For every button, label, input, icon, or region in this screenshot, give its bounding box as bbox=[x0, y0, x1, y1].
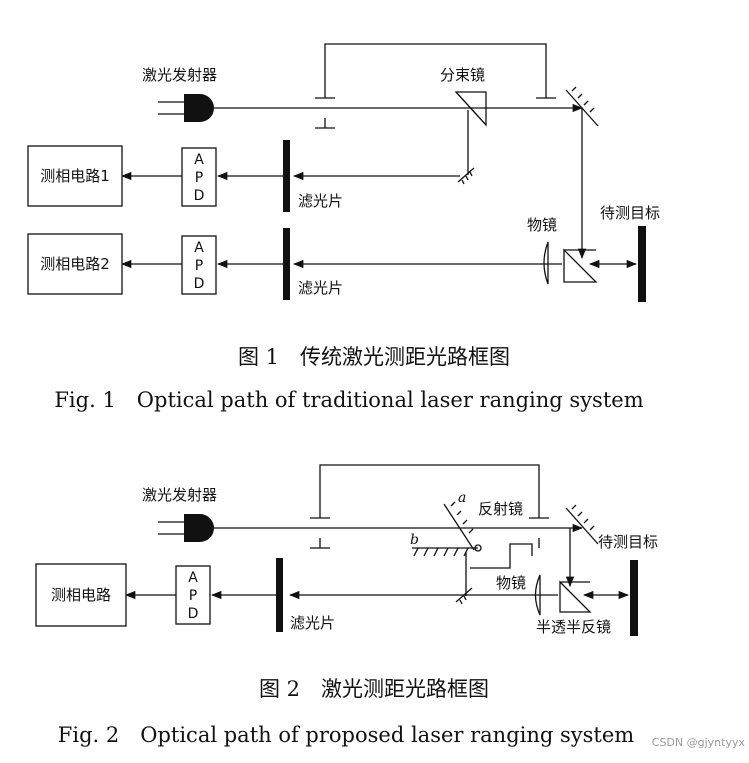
small-mirror-icon bbox=[457, 167, 475, 185]
filter-1 bbox=[283, 140, 290, 212]
objective-lens-2 bbox=[534, 574, 541, 616]
filter-3-label: 滤光片 bbox=[290, 614, 335, 632]
apd-3 bbox=[175, 565, 211, 625]
half-mirror-prism bbox=[559, 580, 592, 613]
figure-2: 激光发射器 a b 反射镜 bbox=[35, 464, 658, 747]
switch-mirror-a-icon bbox=[443, 501, 475, 551]
filter-2 bbox=[283, 228, 290, 300]
mirror-b-label: b bbox=[410, 532, 419, 548]
apd-3-a: A bbox=[188, 570, 198, 586]
figure-1-caption-en: Fig. 1 Optical path of traditional laser… bbox=[54, 388, 643, 412]
loop-wire bbox=[324, 43, 547, 98]
small-mirror-2-icon bbox=[455, 587, 473, 605]
apd-2-a: A bbox=[194, 240, 204, 256]
apd-1-a: A bbox=[194, 152, 204, 168]
phase-circuit-1 bbox=[27, 145, 123, 207]
switch-mirror-b-icon bbox=[412, 544, 482, 557]
target-1-label: 待测目标 bbox=[600, 204, 660, 222]
target-1 bbox=[638, 226, 646, 302]
figure-1-caption-zh: 图 1 传统激光测距光路框图 bbox=[238, 345, 510, 369]
phase-circuit-3-label: 测相电路 bbox=[51, 586, 111, 604]
figure-2-caption-zh: 图 2 激光测距光路框图 bbox=[259, 677, 489, 701]
beam-splitter-label: 分束镜 bbox=[440, 66, 485, 84]
apd-3-p: P bbox=[189, 588, 197, 604]
apd-2-d: D bbox=[194, 276, 205, 292]
figure-2-caption-en: Fig. 2 Optical path of proposed laser ra… bbox=[58, 723, 634, 747]
mirror-label: 反射镜 bbox=[478, 500, 523, 518]
phase-circuit-3 bbox=[35, 563, 127, 627]
apd-3-d: D bbox=[188, 606, 199, 622]
phase-circuit-2-label: 测相电路2 bbox=[40, 255, 110, 273]
filter-3 bbox=[276, 558, 283, 632]
laser-emitter-icon bbox=[158, 94, 214, 122]
apd-1 bbox=[181, 147, 217, 207]
objective-lens-1 bbox=[543, 241, 549, 285]
filter-2-label: 滤光片 bbox=[298, 279, 343, 297]
apd-1-d: D bbox=[194, 188, 205, 204]
emitter-2-label: 激光发射器 bbox=[142, 486, 217, 504]
laser-emitter-2-icon bbox=[158, 514, 214, 542]
prism-1 bbox=[563, 248, 598, 283]
target-2-label: 待测目标 bbox=[598, 533, 658, 551]
loop-wire-2 bbox=[319, 464, 540, 518]
target-2 bbox=[630, 560, 638, 636]
figure-1: 激光发射器 分束镜 滤光片 A P D bbox=[27, 43, 660, 412]
apd-2 bbox=[181, 235, 217, 295]
filter-1-label: 滤光片 bbox=[298, 192, 343, 210]
lens-1-label: 物镜 bbox=[527, 216, 557, 234]
phase-circuit-1-label: 测相电路1 bbox=[40, 167, 110, 185]
emitter-label: 激光发射器 bbox=[142, 66, 217, 84]
half-mirror-label: 半透半反镜 bbox=[536, 618, 611, 636]
apd-2-p: P bbox=[195, 258, 203, 274]
watermark: CSDN @gjyntyyx bbox=[652, 736, 746, 749]
phase-circuit-2 bbox=[27, 233, 123, 295]
top-mirror-2-icon bbox=[565, 504, 599, 545]
internal-step-path bbox=[470, 543, 533, 569]
mirror-a-label: a bbox=[458, 490, 466, 506]
beam-splitter-icon bbox=[454, 91, 487, 127]
lens-2-label: 物镜 bbox=[496, 574, 526, 592]
apd-1-p: P bbox=[195, 170, 203, 186]
